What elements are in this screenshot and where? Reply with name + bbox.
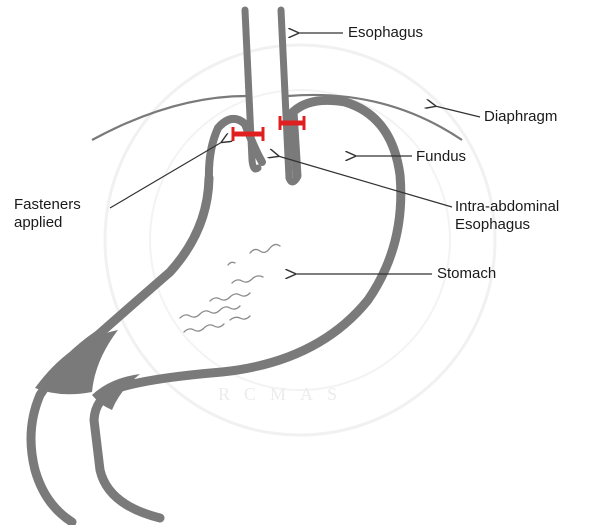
arrow-diaphragm <box>435 106 480 117</box>
label-fasteners-applied: Fasteners applied <box>14 196 81 232</box>
label-diaphragm: Diaphragm <box>484 108 557 126</box>
label-intra-abdominal-esophagus: Intra-abdominal Esophagus <box>455 198 559 234</box>
gastric-rugae <box>180 244 280 332</box>
label-stomach: Stomach <box>437 265 496 283</box>
label-esophagus: Esophagus <box>348 24 423 42</box>
label-fundus: Fundus <box>416 148 466 166</box>
stomach-greater-curvature <box>94 100 401 518</box>
pylorus <box>35 330 118 394</box>
